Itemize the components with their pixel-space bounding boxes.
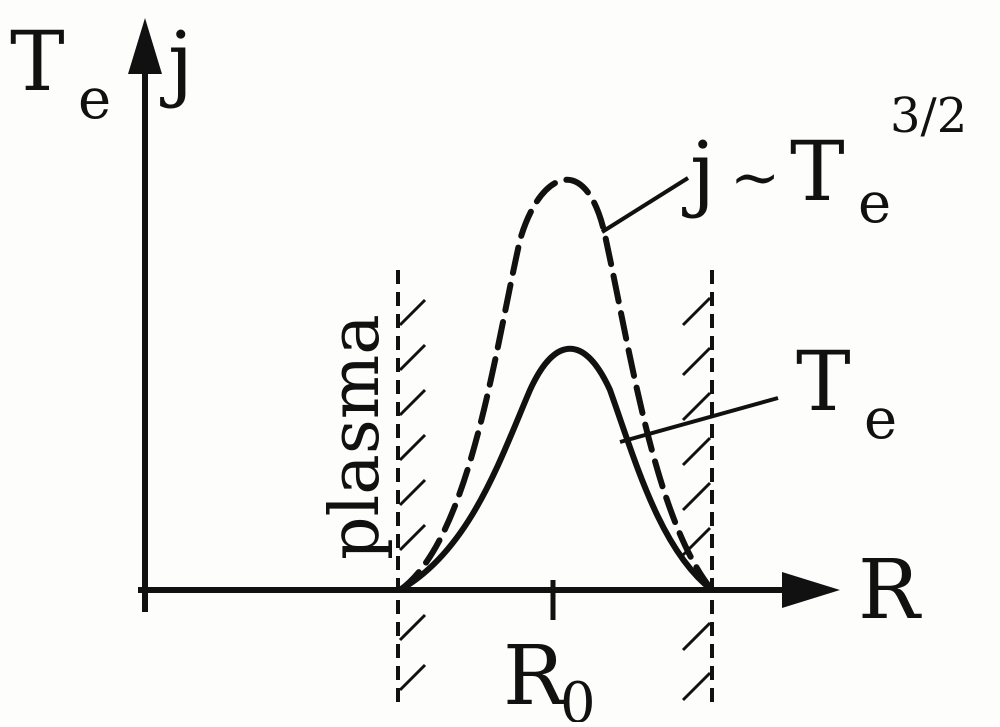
j-curve-label-T-subscript: e — [858, 171, 891, 236]
x-axis-arrowhead — [782, 572, 840, 608]
y-axis-label-j: j — [160, 15, 193, 110]
plasma-label: plasma — [316, 314, 395, 560]
x-axis-label: R — [858, 543, 922, 638]
te-label-leader — [619, 396, 779, 444]
te-curve-label-T-subscript: e — [864, 387, 897, 452]
center-label-R: R — [503, 629, 567, 722]
right-boundary-wall — [681, 270, 714, 710]
y-axis-label-T: T — [10, 15, 65, 110]
y-axis-label-T-subscript: e — [78, 67, 111, 132]
y-axis-arrowhead — [128, 18, 162, 74]
j-profile-curve — [397, 176, 715, 593]
left-boundary-wall — [396, 270, 427, 710]
center-label-R-subscript: 0 — [560, 671, 596, 722]
j-curve-label-T: T — [790, 125, 845, 220]
te-profile-curve — [397, 345, 715, 593]
j-curve-label-tilde: ~ — [730, 143, 780, 213]
j-label-leader — [600, 176, 690, 234]
j-curve-label-exponent: 3/2 — [890, 88, 967, 144]
j-curve-label-j: j — [682, 125, 715, 220]
te-curve-label-T: T — [796, 335, 851, 430]
